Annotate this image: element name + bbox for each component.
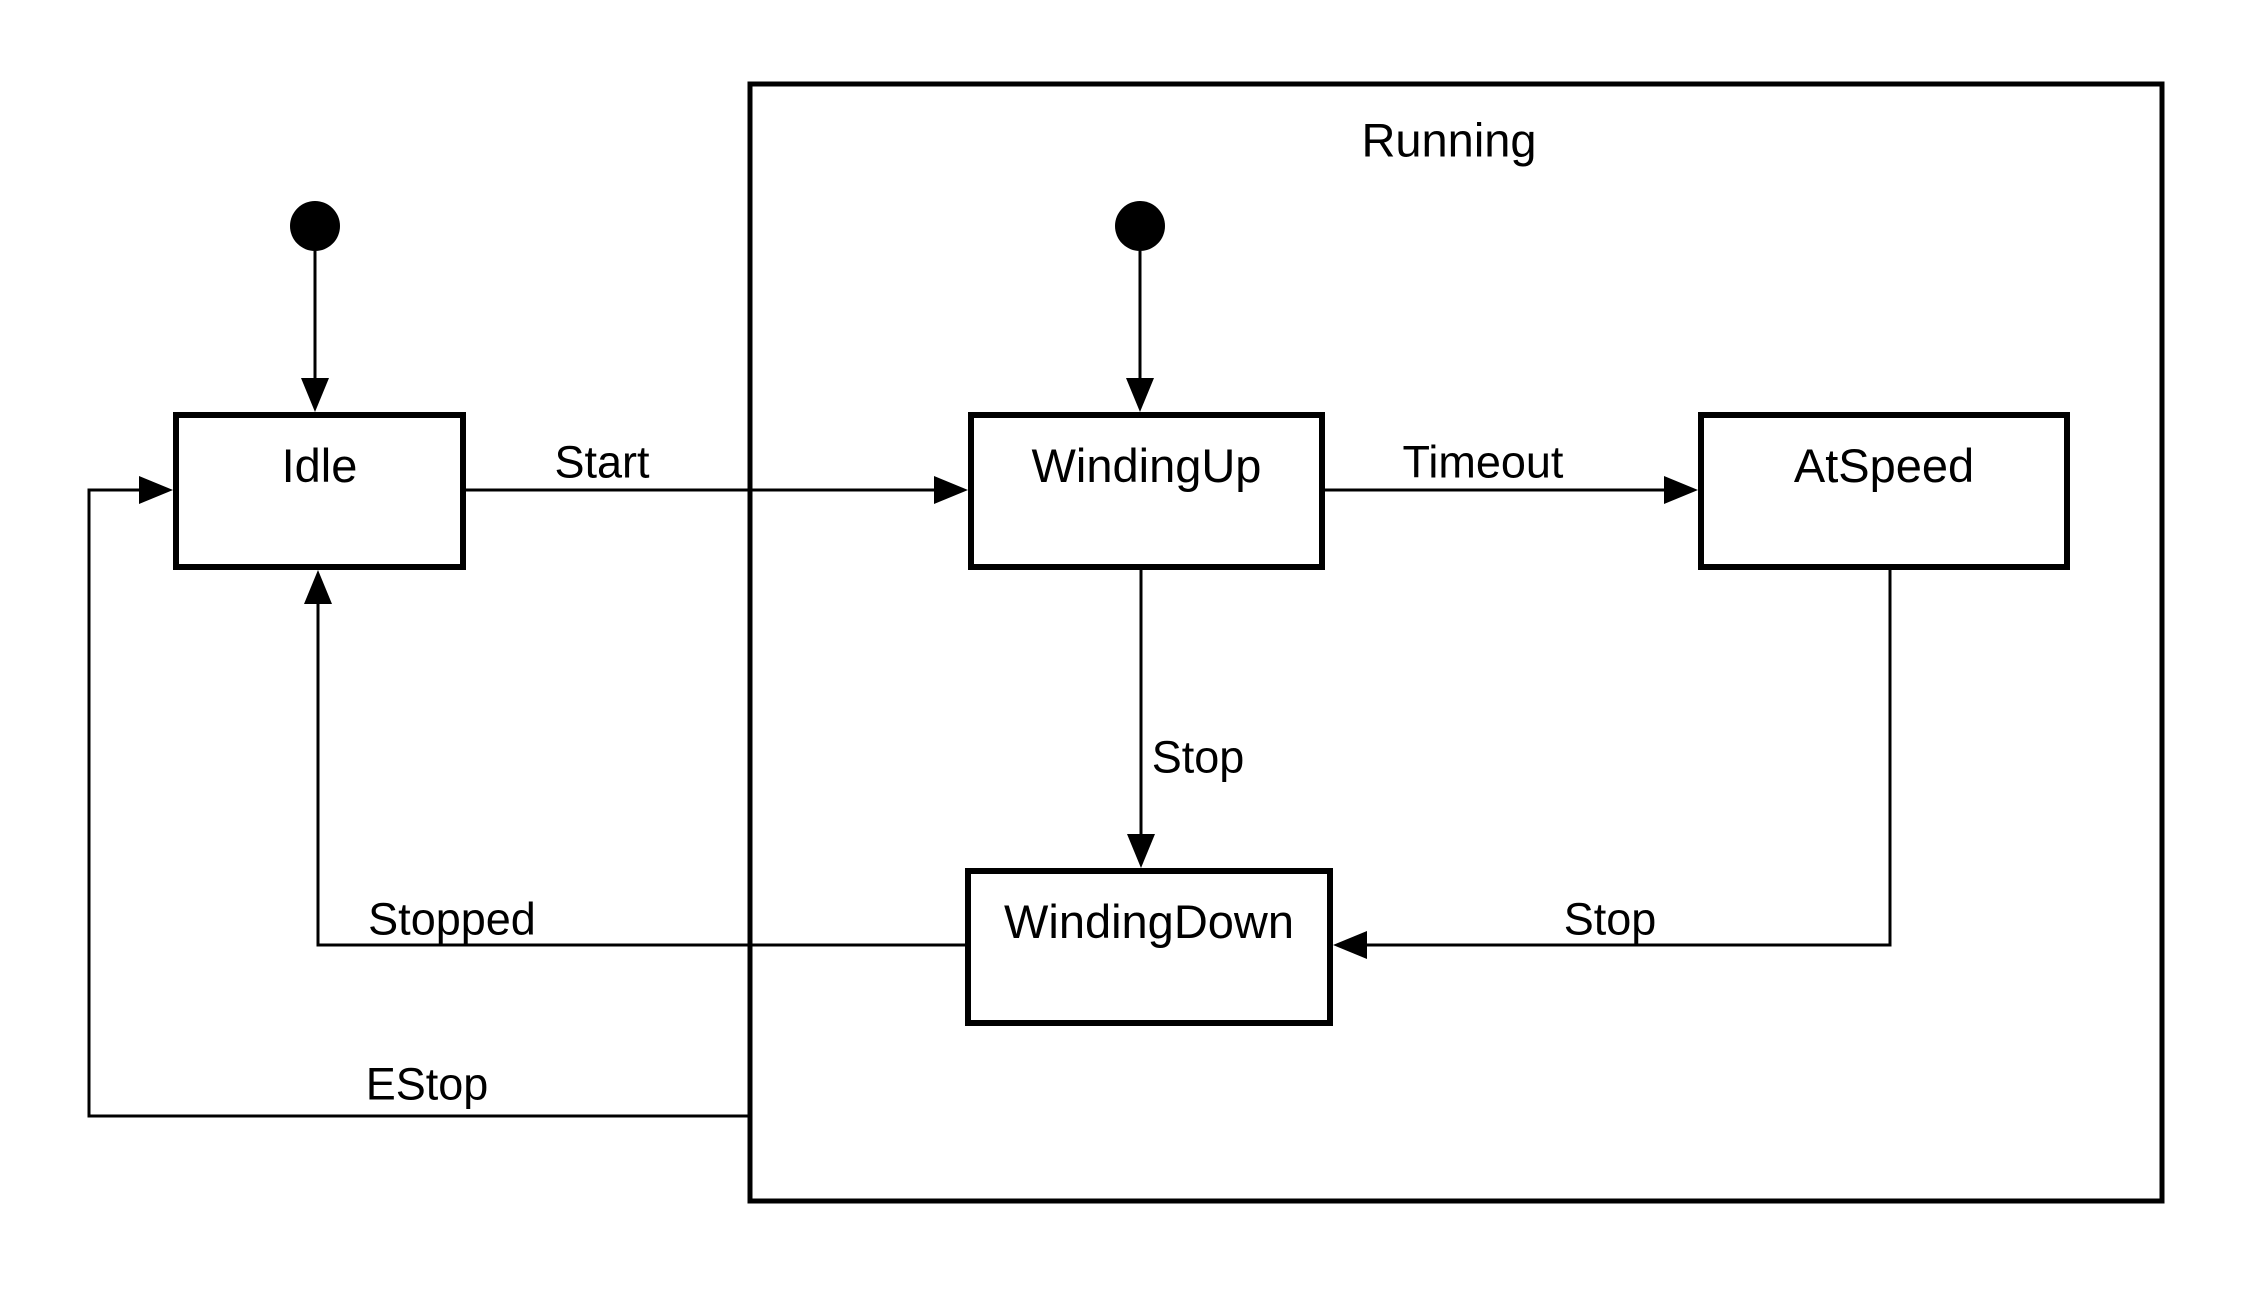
initial-state-marker-windingup bbox=[1115, 201, 1165, 251]
arrowhead-start bbox=[934, 476, 968, 504]
state-windingdown: WindingDown bbox=[965, 868, 1333, 1026]
transition-label-stopped: Stopped bbox=[368, 893, 536, 945]
state-atspeed-label: AtSpeed bbox=[1793, 438, 1975, 492]
region-running-label: Running bbox=[1361, 113, 1537, 167]
transition-label-start: Start bbox=[554, 436, 650, 488]
arrowhead-stop-atspeed bbox=[1333, 931, 1367, 959]
transition-line-estop bbox=[87, 488, 748, 1118]
state-idle: Idle bbox=[173, 412, 466, 570]
arrowhead-stop-windingup bbox=[1127, 834, 1155, 868]
arrowhead-estop bbox=[139, 476, 173, 504]
transition-label-stop-atspeed: Stop bbox=[1563, 893, 1657, 945]
arrowhead-timeout bbox=[1664, 476, 1698, 504]
state-windingup: WindingUp bbox=[968, 412, 1325, 570]
state-windingdown-label: WindingDown bbox=[1004, 894, 1294, 948]
arrowhead-stopped bbox=[304, 570, 332, 604]
arrowhead-initial-idle bbox=[301, 378, 329, 412]
transition-line-stopped bbox=[316, 602, 965, 947]
state-windingup-label: WindingUp bbox=[1031, 438, 1262, 492]
transition-line-stop-atspeed bbox=[1365, 570, 1892, 947]
running-region-border bbox=[747, 81, 2165, 1204]
transition-label-estop: EStop bbox=[365, 1058, 489, 1110]
arrowhead-initial-windingup bbox=[1126, 378, 1154, 412]
state-atspeed: AtSpeed bbox=[1698, 412, 2070, 570]
state-idle-label: Idle bbox=[281, 438, 358, 492]
transition-label-timeout: Timeout bbox=[1402, 436, 1564, 488]
initial-state-marker-idle bbox=[290, 201, 340, 251]
transition-label-stop-windingup: Stop bbox=[1151, 731, 1245, 783]
